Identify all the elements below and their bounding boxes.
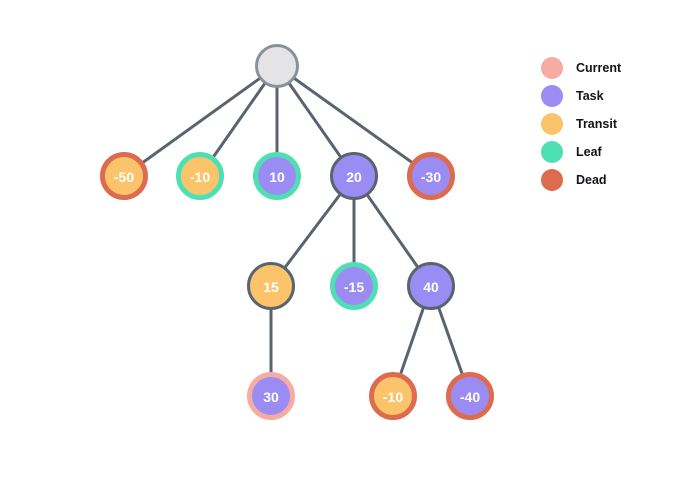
legend-item-current[interactable]: Current (541, 54, 681, 82)
graph-node[interactable]: -50 (100, 152, 148, 200)
legend-swatch-leaf-icon (541, 141, 563, 163)
graph-node-circle[interactable] (253, 152, 301, 200)
edge-layer (122, 64, 472, 398)
graph-node[interactable]: -40 (446, 372, 494, 420)
graph-node-circle[interactable] (330, 262, 378, 310)
graph-node[interactable]: 20 (330, 152, 378, 200)
legend-swatch-task-icon (541, 85, 563, 107)
graph-node[interactable]: 15 (247, 262, 295, 310)
graph-node[interactable]: -30 (407, 152, 455, 200)
graph-node[interactable]: 10 (253, 152, 301, 200)
legend-label: Transit (576, 117, 617, 131)
graph-node-circle[interactable] (176, 152, 224, 200)
legend-label: Leaf (576, 145, 602, 159)
graph-node[interactable]: -10 (369, 372, 417, 420)
graph-node-circle[interactable] (407, 152, 455, 200)
legend-item-dead[interactable]: Dead (541, 166, 681, 194)
legend-swatch-dead-icon (541, 169, 563, 191)
graph-node-circle[interactable] (446, 372, 494, 420)
graph-node-circle[interactable] (330, 152, 378, 200)
graph-node-circle[interactable] (100, 152, 148, 200)
graph-edge (122, 64, 279, 178)
graph-node-circle[interactable] (255, 44, 299, 88)
graph-node-circle[interactable] (369, 372, 417, 420)
legend-label: Current (576, 61, 622, 75)
graph-node-circle[interactable] (407, 262, 455, 310)
graph-node[interactable]: -10 (176, 152, 224, 200)
legend-item-leaf[interactable]: Leaf (541, 138, 681, 166)
legend-item-transit[interactable]: Transit (541, 110, 681, 138)
legend-label: Dead (576, 173, 607, 187)
legend-swatch-transit-icon (541, 113, 563, 135)
node-layer: -50 -10 10 20 -30 15 -15 40 30 -10 -40 (100, 44, 494, 420)
legend-swatch-current-icon (541, 57, 563, 79)
graph-node[interactable]: -15 (330, 262, 378, 310)
graph-node[interactable]: 30 (247, 372, 295, 420)
graph-edge (275, 64, 433, 178)
graph-node-circle[interactable] (247, 262, 295, 310)
graph-node[interactable]: 40 (407, 262, 455, 310)
graph-node[interactable] (255, 44, 299, 88)
legend-item-task[interactable]: Task (541, 82, 681, 110)
graph-node-circle[interactable] (247, 372, 295, 420)
legend-label: Task (576, 89, 604, 103)
